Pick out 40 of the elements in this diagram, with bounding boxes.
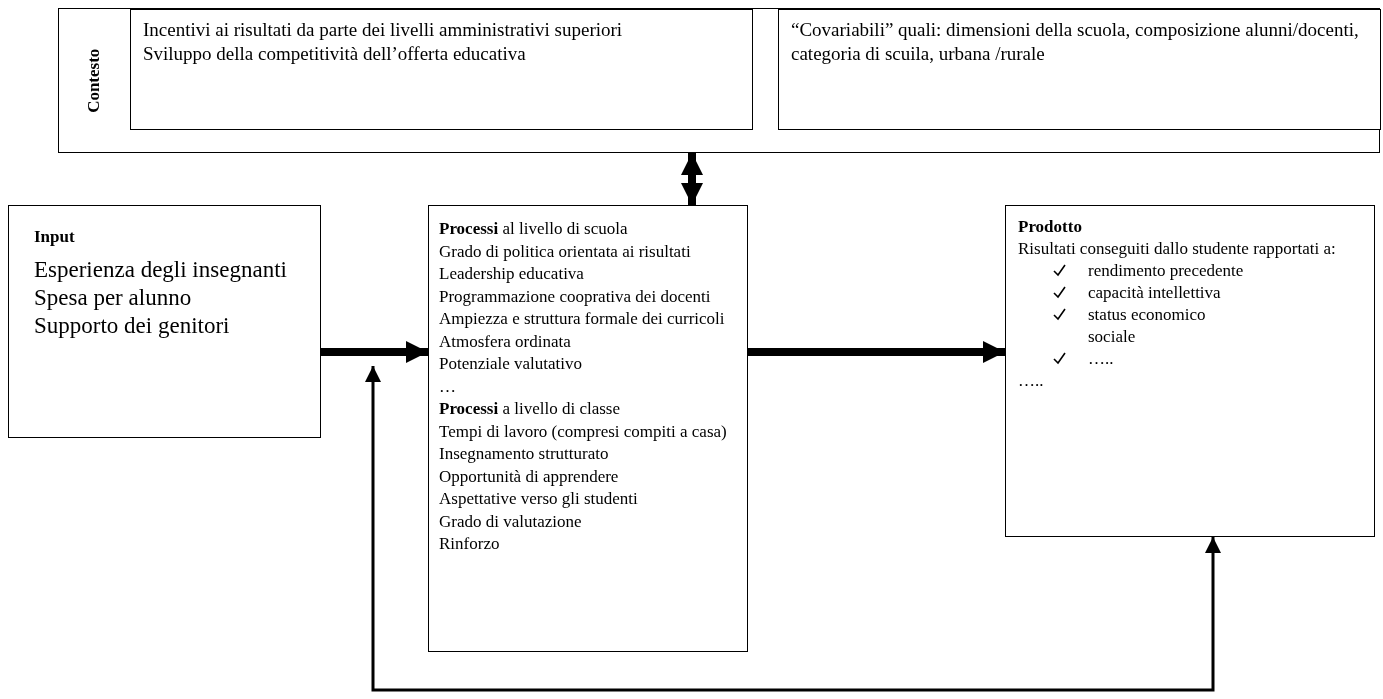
process-item: Atmosfera ordinata <box>439 330 572 353</box>
process-item: … <box>439 375 457 398</box>
text-box <box>1005 205 1375 537</box>
process-item: Opportunità di apprendere <box>439 465 620 488</box>
process-item: Grado di politica orientata ai risultati <box>439 240 692 263</box>
checklist-item: rendimento precedente <box>1087 260 1245 282</box>
arrow <box>321 341 428 363</box>
process-item: Rinforzo <box>439 533 501 555</box>
process-item: Ampiezza e struttura formale dei curricoli <box>439 308 726 330</box>
context-text: Sviluppo della competitività dell’offerta educativa <box>143 42 527 66</box>
context-text: Incentivi ai risultati da parte dei livelli amministrativi superiori <box>143 18 624 42</box>
arrow <box>748 341 1005 363</box>
process-item: Grado di valutazione <box>439 510 583 533</box>
context-band <box>58 8 1380 153</box>
process-item: Programmazione cooprativa dei docenti <box>439 285 712 308</box>
process-item: Tempi di lavoro (compresi compiti a casa) <box>439 420 728 443</box>
checklist-item: status economico sociale <box>1087 304 1207 348</box>
process-item: Potenziale valutativo <box>439 353 584 375</box>
checklist-item: capacità intellettiva <box>1087 282 1222 304</box>
vertical-heading: Contesto <box>83 48 105 113</box>
text-box <box>8 205 321 438</box>
process-item: Processi al livello di scuola <box>439 218 629 240</box>
process-item: Aspettative verso gli studenti <box>439 488 639 510</box>
input-item: Supporto dei genitori <box>34 311 231 340</box>
input-item: Spesa per alunno <box>34 283 193 312</box>
input-item: Esperienza degli insegnanti <box>34 255 288 284</box>
process-item: Processi a livello di classe <box>439 398 621 420</box>
arrow <box>365 366 1221 692</box>
product-text: ….. <box>1018 370 1045 392</box>
text-box <box>778 9 1381 130</box>
context-text: “Covariabili” quali: dimensioni della scuola, composizione alunni/docenti, categoria di scuila, urbana /rurale <box>791 18 1360 66</box>
process-item: Insegnamento strutturato <box>439 443 610 465</box>
arrow <box>681 153 703 205</box>
text-box <box>130 9 753 130</box>
product-text: Risultati conseguiti dallo studente rapportati a: <box>1018 238 1337 260</box>
box-heading: Prodotto <box>1018 216 1083 238</box>
text-box <box>428 205 748 652</box>
checklist-item: ….. <box>1087 348 1115 370</box>
process-item: Leadership educativa <box>439 263 585 285</box>
box-heading: Input <box>34 226 76 248</box>
